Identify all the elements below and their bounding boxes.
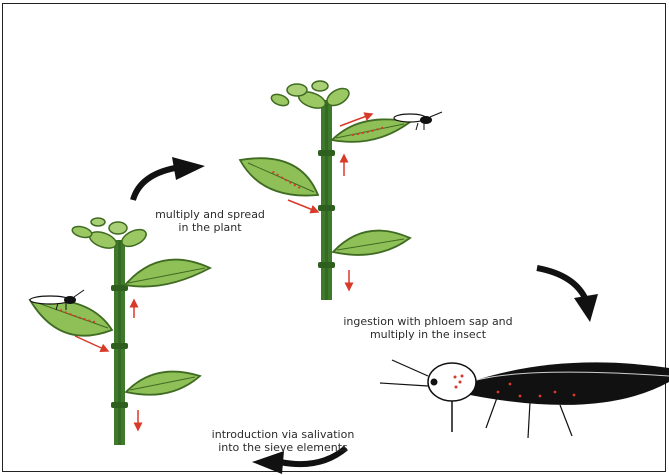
right-lower-leaf [333,231,410,255]
left-lower-leaf [126,372,200,395]
caption-introduction: introduction via salivation into the sie… [208,428,358,454]
pathogen-arrow-icon [288,200,318,212]
right-upper-leaf [332,119,410,142]
cycle-arrow-icon [133,157,205,200]
caption-line: multiply in the insect [338,328,518,341]
left-infected-leaf [30,299,112,335]
caption-line: multiply and spread [148,208,272,221]
left-plant-icon [30,218,210,445]
caption-line: in the plant [148,221,272,234]
right-plant-icon [240,81,442,300]
left-top-leaves [71,218,149,251]
caption-multiply-spread: multiply and spread in the plant [148,208,272,234]
left-right-leaf [125,260,210,287]
caption-line: ingestion with phloem sap and [338,315,518,328]
caption-line: into the sieve elements [208,441,358,454]
right-left-leaf [240,158,318,195]
right-top-leaves [270,81,352,111]
large-insect-icon [380,360,669,438]
caption-line: introduction via salivation [208,428,358,441]
caption-ingestion: ingestion with phloem sap and multiply i… [338,315,518,341]
pathogen-arrow-icon [75,336,108,351]
cycle-arrow-icon [537,268,598,322]
